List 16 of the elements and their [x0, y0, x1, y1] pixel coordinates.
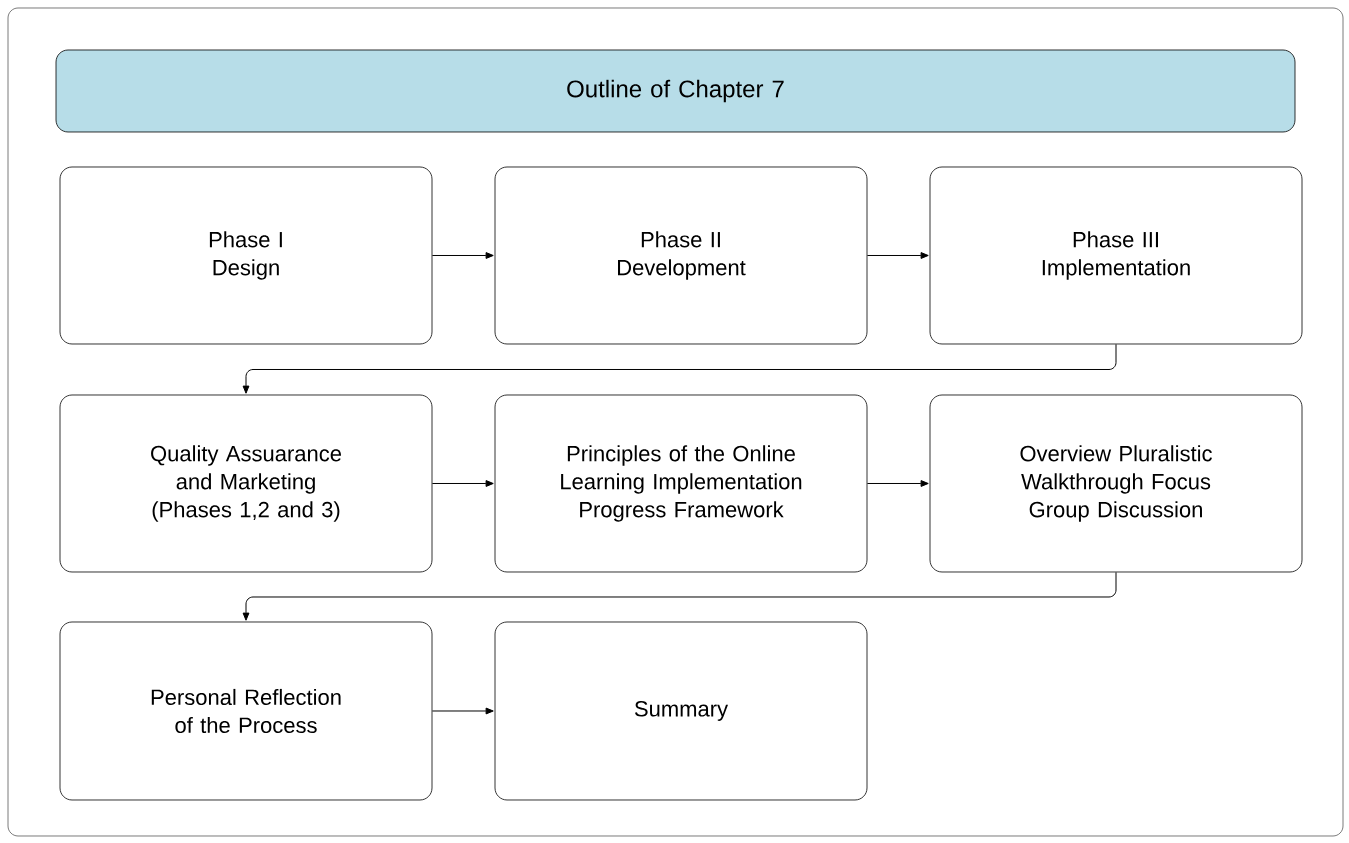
process-box: Phase II Development — [494, 166, 868, 345]
title-box: Outline of Chapter 7 — [55, 49, 1296, 133]
process-box: Phase III Implementation — [929, 166, 1303, 345]
process-box: Phase I Design — [59, 166, 433, 345]
process-box: Overview Pluralistic Walkthrough Focus Group Discussion — [929, 394, 1303, 573]
process-box: Personal Reflection of the Process — [59, 621, 433, 801]
arrow — [431, 480, 494, 487]
arrow — [866, 480, 929, 487]
process-box: Principles of the Online Learning Implementation Progress Framework — [494, 394, 868, 573]
arrow — [866, 252, 929, 259]
arrow — [431, 252, 494, 259]
arrow — [431, 707, 494, 715]
process-box: Quality Assuarance and Marketing (Phases 1,2 and 3) — [59, 394, 433, 573]
process-box: Summary — [494, 621, 868, 801]
arrow — [242, 571, 1117, 621]
arrow — [242, 343, 1117, 394]
